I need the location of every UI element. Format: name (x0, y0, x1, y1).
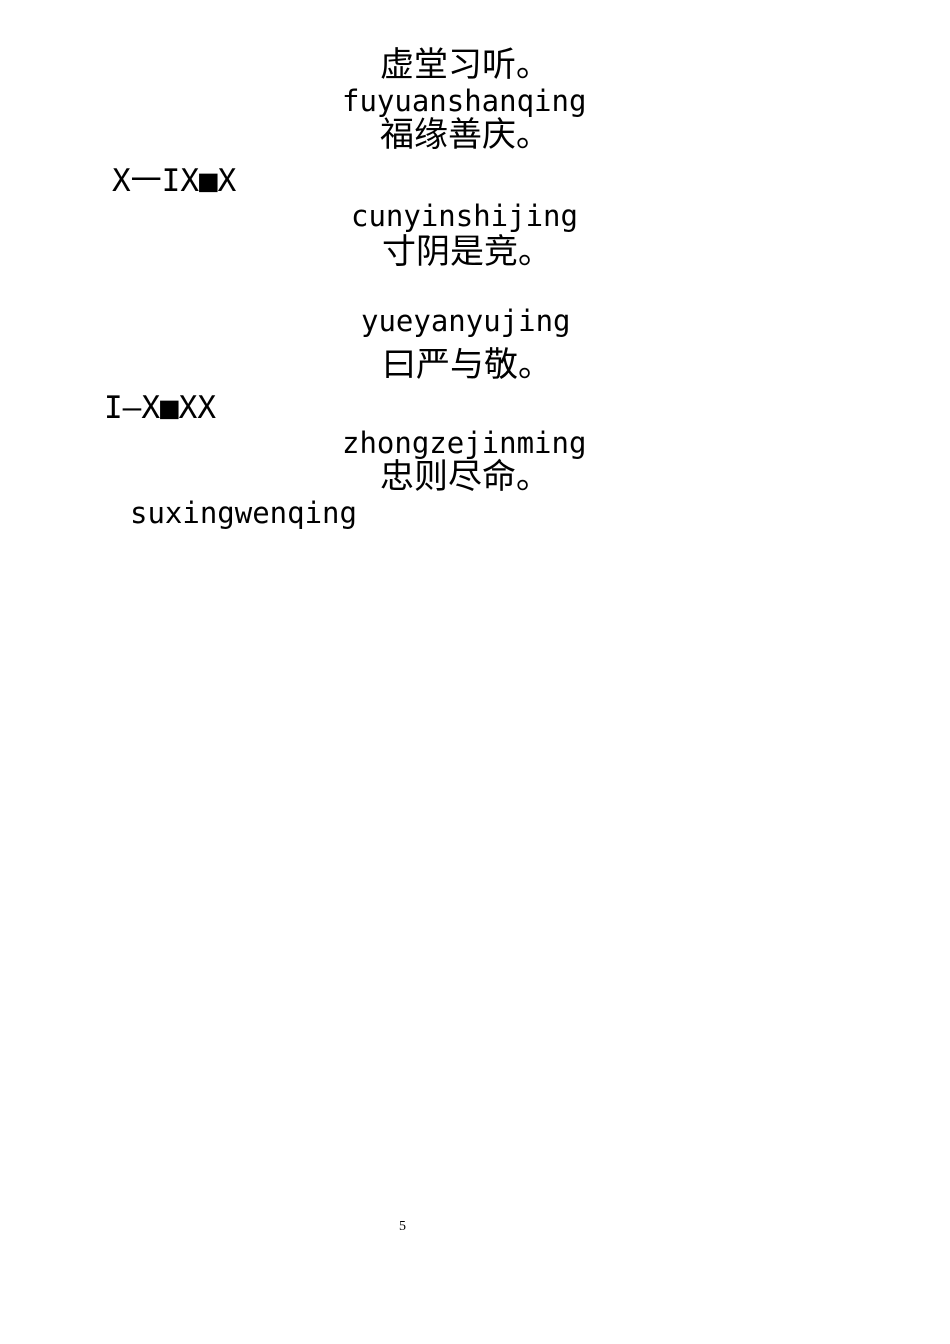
text-line-pinyin: cunyinshijing (351, 199, 578, 233)
text-line-hanzi: 福缘善庆。 (380, 115, 550, 155)
text-line-hanzi: 寸阴是竞。 (382, 232, 552, 272)
text-line-hanzi: 虚堂习听。 (380, 45, 550, 85)
text-line-pinyin: zhongzejinming (342, 426, 587, 460)
page-number: 5 (399, 1219, 406, 1234)
marker-line: I—X■XX (104, 390, 216, 426)
text-line-pinyin: fuyuanshanqing (342, 84, 587, 118)
text-line-pinyin: suxingwenqing (130, 496, 357, 530)
text-line-pinyin: yueyanyujing (361, 304, 571, 338)
text-line-hanzi: 忠则尽命。 (380, 457, 550, 497)
marker-line: X一IX■X (112, 163, 237, 199)
text-line-hanzi: 曰严与敬。 (382, 345, 552, 385)
